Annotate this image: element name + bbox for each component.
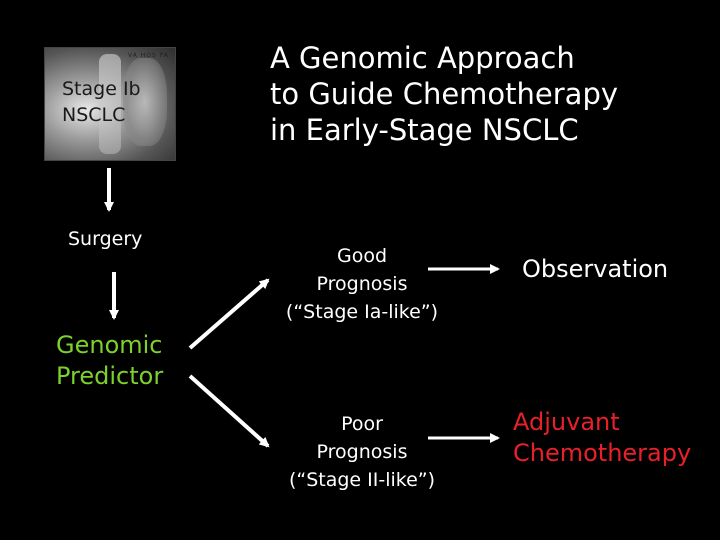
genomic-predictor-label: Genomic Predictor (56, 331, 164, 390)
xray-tag: VA HOS PA (127, 52, 169, 59)
adjuvant-chemotherapy-label: Adjuvant Chemotherapy (513, 408, 692, 467)
slide-title: A Genomic Approach to Guide Chemotherapy… (270, 41, 619, 147)
xray-label: Stage Ib NSCLC (62, 78, 141, 126)
good-prognosis-label: Good Prognosis (“Stage Ia-like”) (285, 245, 439, 323)
arrow-predictor-to-poor (188, 374, 270, 448)
chest-xray-image: VA HOS PA (44, 47, 176, 161)
arrow-predictor-to-good (188, 278, 270, 350)
surgery-label: Surgery (68, 228, 143, 250)
observation-label: Observation (522, 255, 669, 283)
poor-prognosis-label: Poor Prognosis (“Stage II-like”) (288, 413, 436, 491)
